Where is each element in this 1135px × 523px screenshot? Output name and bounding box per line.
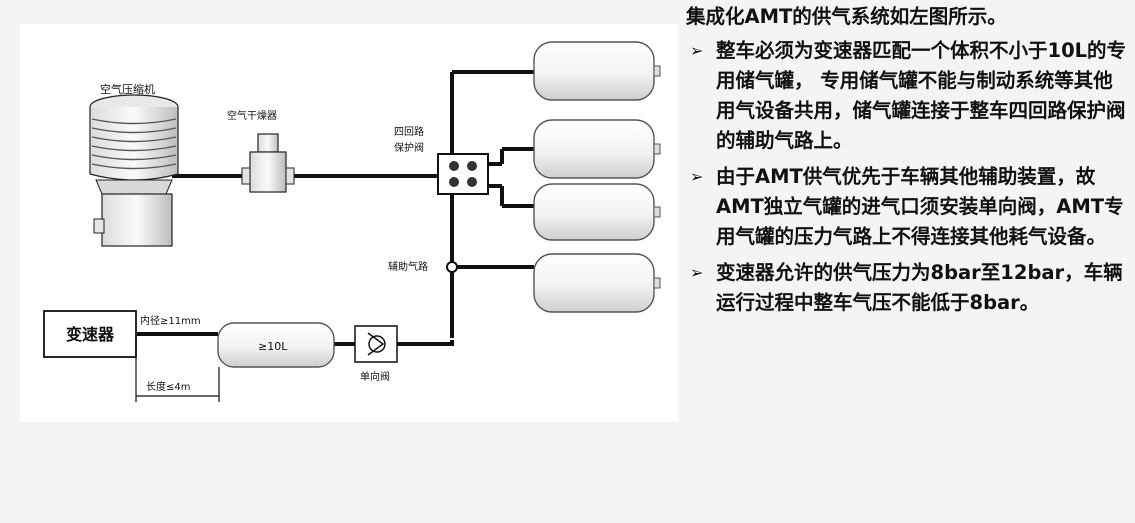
air-tank-4 bbox=[533, 253, 661, 313]
transmission-box bbox=[43, 310, 137, 358]
dryer-label: 空气干燥器 bbox=[227, 109, 277, 122]
air-compressor bbox=[89, 94, 179, 247]
bullet-item: ➢ 变速器允许的供气压力为8bar至12bar，车辆运行过程中整车气压不能低于8… bbox=[686, 258, 1130, 318]
air-tank-3 bbox=[533, 183, 661, 241]
amt-air-tank bbox=[217, 322, 335, 368]
transmission-label: 变速器 bbox=[66, 325, 115, 344]
tank-volume-label: ≥10L bbox=[258, 340, 288, 353]
four-circuit-valve-label-2: 保护阀 bbox=[394, 141, 424, 154]
system-diagram: 空气压缩机 空气干燥器 四回路 保护阀 辅助气路 变速器 内径≥11mm ≥10… bbox=[20, 24, 678, 422]
inner-diameter-label: 内径≥11mm bbox=[140, 314, 201, 327]
description-panel: 集成化AMT的供气系统如左图所示。 ➢ 整车必须为变速器匹配一个体积不小于10L… bbox=[686, 2, 1130, 324]
four-circuit-valve-label-1: 四回路 bbox=[394, 125, 424, 138]
aux-airline-label: 辅助气路 bbox=[388, 260, 428, 273]
air-tank-2 bbox=[533, 119, 661, 179]
check-valve bbox=[354, 325, 398, 363]
air-tank-1 bbox=[533, 41, 661, 101]
arrow-bullet-icon: ➢ bbox=[690, 167, 704, 186]
length-label: 长度≤4m bbox=[146, 380, 190, 393]
air-dryer bbox=[241, 133, 295, 193]
bullet-text: 变速器允许的供气压力为8bar至12bar，车辆运行过程中整车气压不能低于8ba… bbox=[716, 261, 1123, 314]
four-circuit-protection-valve bbox=[437, 153, 489, 195]
bullet-text: 由于AMT供气优先于车辆其他辅助装置，故AMT独立气罐的进气口须安装单向阀，AM… bbox=[716, 165, 1124, 248]
check-valve-label: 单向阀 bbox=[360, 370, 390, 383]
bullet-item: ➢ 由于AMT供气优先于车辆其他辅助装置，故AMT独立气罐的进气口须安装单向阀，… bbox=[686, 162, 1130, 252]
description-title: 集成化AMT的供气系统如左图所示。 bbox=[686, 5, 1007, 28]
length-dimension bbox=[135, 337, 220, 402]
pipes bbox=[137, 70, 534, 346]
bullet-item: ➢ 整车必须为变速器匹配一个体积不小于10L的专用储气罐， 专用储气罐不能与制动… bbox=[686, 36, 1130, 156]
bullet-text: 整车必须为变速器匹配一个体积不小于10L的专用储气罐， 专用储气罐不能与制动系统… bbox=[716, 39, 1127, 152]
arrow-bullet-icon: ➢ bbox=[690, 41, 704, 60]
compressor-label: 空气压缩机 bbox=[100, 82, 155, 96]
aux-junction bbox=[446, 261, 458, 273]
arrow-bullet-icon: ➢ bbox=[690, 263, 704, 282]
